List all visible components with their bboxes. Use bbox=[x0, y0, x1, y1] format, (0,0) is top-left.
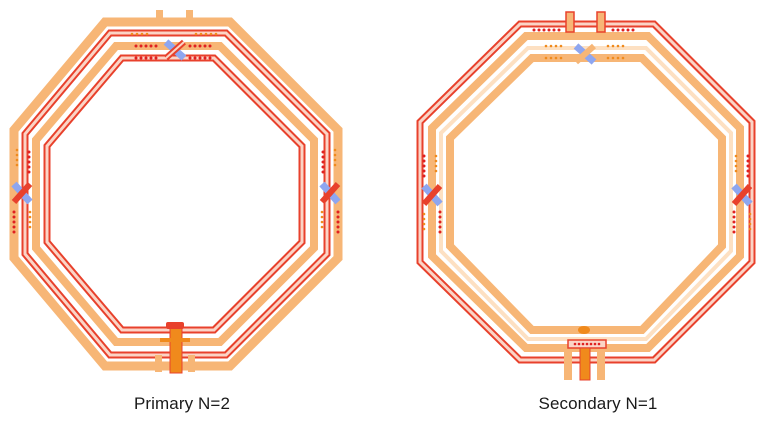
primary-orange-vias bbox=[15, 32, 337, 229]
primary-caption: Primary N=2 bbox=[133, 394, 231, 413]
secondary-orange-turn-3 bbox=[439, 46, 733, 341]
primary-top-terminal-left bbox=[156, 10, 163, 26]
primary-red-turn-1-inner bbox=[23, 31, 329, 357]
secondary-caption: Secondary N=1 bbox=[538, 394, 658, 413]
primary-middle-orange-trace bbox=[32, 42, 318, 346]
secondary-vias bbox=[422, 28, 750, 346]
primary-red-turn-2 bbox=[43, 54, 306, 334]
secondary-orange-vias bbox=[422, 44, 752, 231]
secondary-top-terminal-right bbox=[596, 11, 606, 33]
secondary-orange-turn-2 bbox=[446, 54, 726, 334]
primary-left-crossover bbox=[11, 181, 33, 205]
primary-vias bbox=[12, 44, 340, 234]
secondary-orange-turn-1 bbox=[428, 32, 744, 352]
primary-outer-orange-trace bbox=[9, 17, 343, 371]
primary-top-terminal-right bbox=[186, 10, 193, 26]
primary-top-crossover bbox=[163, 39, 187, 61]
secondary-left-crossover bbox=[421, 183, 443, 207]
primary-coil bbox=[9, 10, 343, 374]
primary-red-turn-2-inner bbox=[45, 56, 304, 332]
secondary-top-terminal-left bbox=[565, 11, 575, 33]
secondary-coil bbox=[416, 11, 756, 381]
secondary-right-crossover bbox=[731, 183, 753, 207]
secondary-top-crossover bbox=[573, 43, 597, 65]
primary-bottom-port bbox=[155, 322, 195, 374]
primary-right-crossover bbox=[319, 181, 341, 205]
secondary-bottom-port bbox=[564, 326, 607, 381]
secondary-outer-red-trace-inner bbox=[418, 22, 754, 362]
